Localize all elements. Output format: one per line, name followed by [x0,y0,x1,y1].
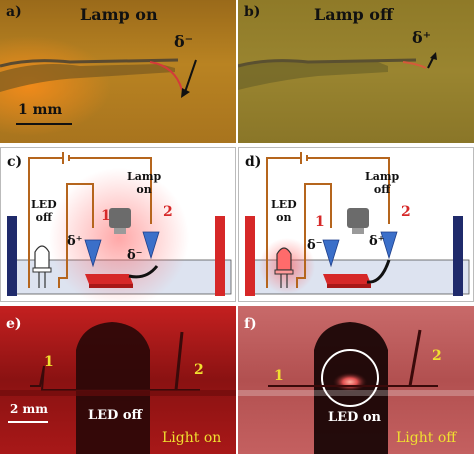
lamp-icon [109,208,131,228]
panel-c: c) LED off Lamp on 1 2 δ⁺ δ⁻ [0,147,236,302]
panel-a-scale-label: 1 mm [18,102,63,118]
electrode-1-label: 1 [315,214,325,230]
lamp-label: Lamp on [127,170,162,196]
panel-a-letter: a) [6,4,22,20]
label-2: 2 [432,348,442,364]
panel-f: f) 1 2 LED on Light off [238,306,474,454]
panel-b: b) Lamp off δ⁺ [238,0,474,143]
circuit-wire [266,157,390,288]
led-body [76,322,150,454]
panel-e: e) 1 2 2 mm LED off Light on [0,306,236,454]
right-wall [215,216,225,296]
bent-film [128,265,159,279]
label-2: 2 [194,362,204,378]
scale-label: 2 mm [10,402,48,416]
electrode-shadow [0,64,175,92]
electrode-2-label: 2 [163,204,173,220]
panel-b-photo [238,0,474,143]
electrode-2 [142,231,160,260]
right-wall [453,216,463,296]
highlight-circle [321,349,379,407]
panel-c-letter: c) [7,154,23,170]
panel-a-title: Lamp on [80,5,158,24]
charge-right: δ⁺ [369,234,385,249]
electrode-1 [84,239,102,268]
charge-left: δ⁺ [67,234,83,249]
charge-right: δ⁻ [127,248,143,263]
left-wall [245,216,255,296]
panel-a: a) Lamp on δ⁻ 1 mm [0,0,236,143]
bent-film [402,61,427,69]
light-status: Light on [162,430,222,446]
electrode-2 [380,231,398,260]
light-status: Light off [396,430,457,446]
panel-d-letter: d) [245,154,262,170]
led-bulb [276,247,292,271]
substrate [323,274,371,284]
arrow-head-icon [181,88,190,98]
substrate [85,274,133,284]
label-1: 1 [44,354,54,370]
panel-f-letter: f) [244,316,257,332]
led-label: LED off [31,198,57,224]
panel-c-diagram [7,152,232,301]
panel-e-photo [0,306,236,454]
panel-a-charge: δ⁻ [174,32,194,51]
led-status: LED on [328,410,381,425]
led-label: LED on [271,198,297,224]
panel-b-charge: δ⁺ [412,28,432,47]
electrode-wire [238,58,417,68]
led-bulb [34,245,50,269]
led-status: LED off [88,408,143,423]
panel-a-photo [0,0,236,143]
arrow-head-icon [430,52,437,60]
circuit-wire [28,157,152,288]
panel-f-photo [238,306,474,454]
left-wall [7,216,17,296]
lamp-label: Lamp off [365,170,400,196]
led-glow [332,372,368,392]
panel-b-letter: b) [244,4,261,20]
charge-left: δ⁻ [307,238,323,253]
bent-film [366,259,391,284]
panel-d-diagram [245,152,470,296]
panel-e-letter: e) [6,316,22,332]
panel-b-title: Lamp off [314,5,394,24]
bent-film [149,61,183,91]
panel-d: d) LED on Lamp off 1 2 δ⁻ δ⁺ [238,147,474,302]
label-1: 1 [274,368,284,384]
electrode-1-label: 1 [101,208,111,224]
electrode-1 [322,239,340,268]
lamp-icon [347,208,369,228]
electrode-2-label: 2 [401,204,411,220]
arrow-icon [183,59,197,96]
electrode-wire [0,58,179,68]
